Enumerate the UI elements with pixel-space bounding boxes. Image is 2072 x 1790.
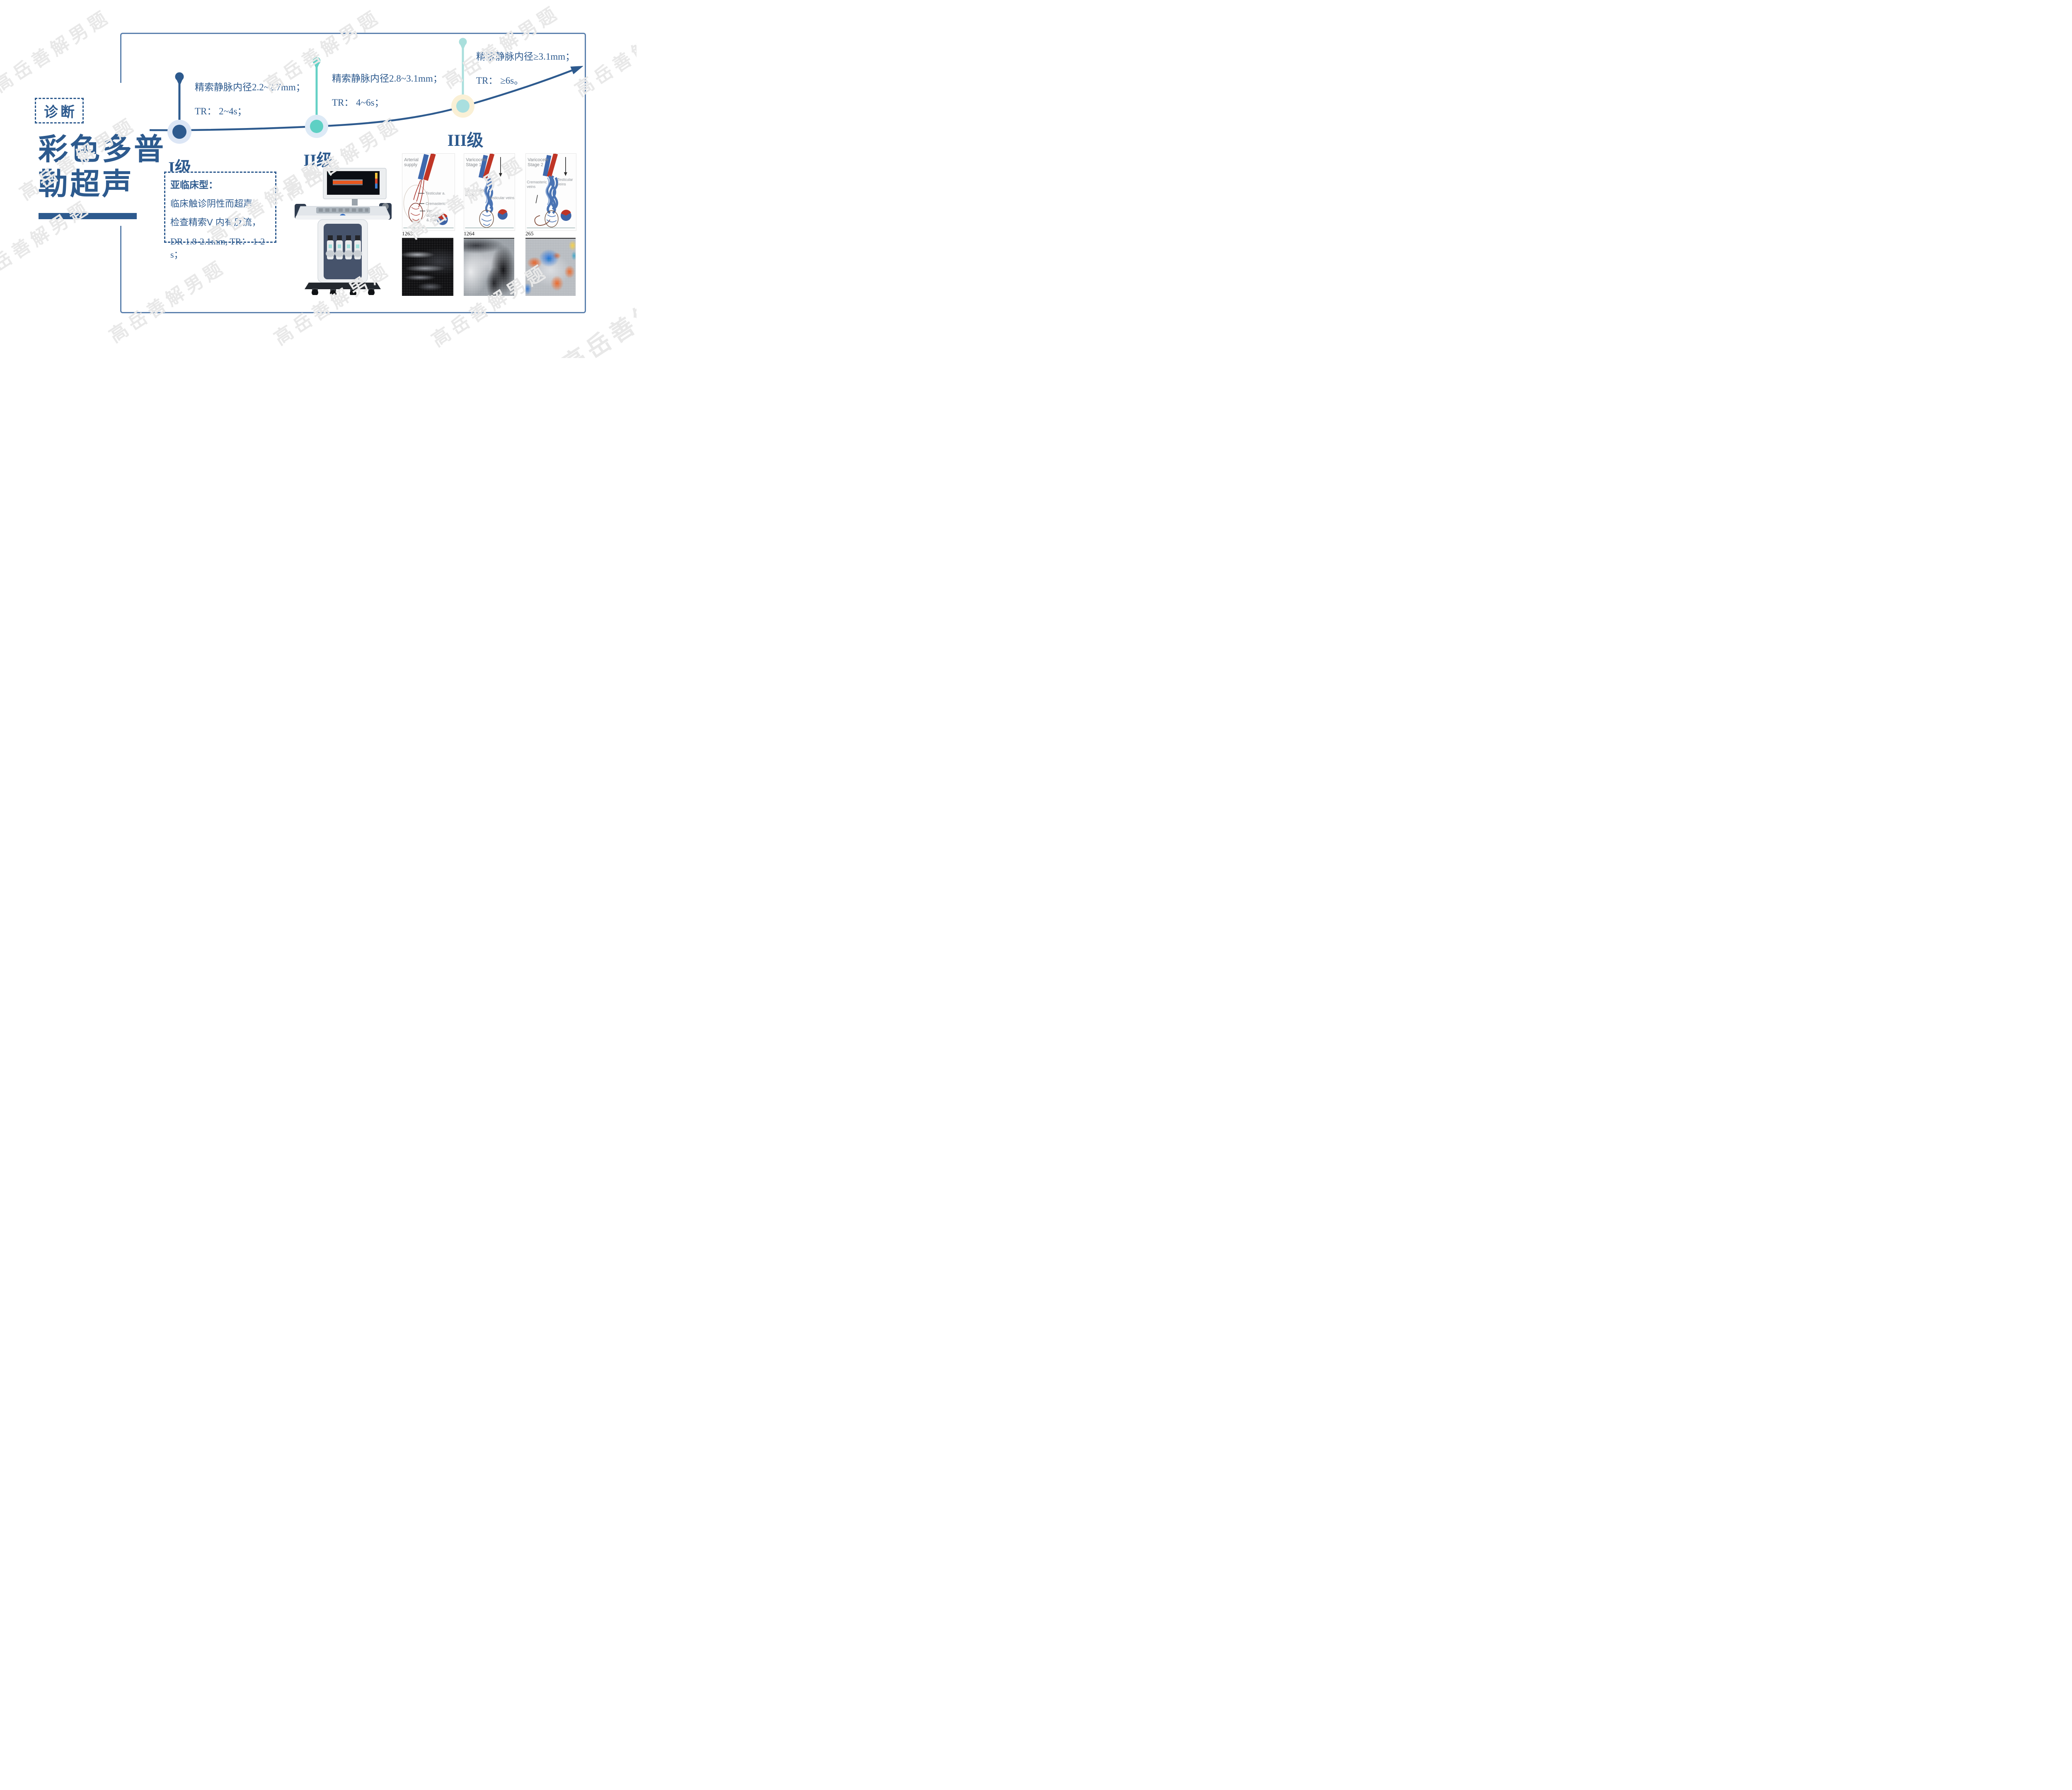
grade-2-label: II级 — [303, 151, 333, 169]
grade-2-criteria: 精索静脉内径2.8~3.1mm； TR： 4~6s； — [332, 70, 443, 109]
panel-1-label-vas: Vas — [426, 209, 433, 213]
slide: 诊断 彩色多普 勒超声 I级 II级 III级 精索静脉内径2.2~2.7mm；… — [0, 0, 637, 358]
panel-2-label-cremasteric: Cremasteric — [465, 189, 485, 193]
ultrasound-photo-grayscale-1 — [402, 238, 453, 296]
anatomy-panel-arterial-supply: Arterial supply Testicular a. Cremasteri… — [402, 153, 455, 231]
timeline-curve — [149, 69, 572, 131]
anatomy-panel-varicocele-stage2: Varicocele Stage 2 Cremasteric veins Tes… — [525, 153, 576, 231]
panel-1-title-line1: Arterial — [404, 157, 419, 162]
diagnosis-tag-box: 诊断 — [35, 98, 84, 123]
panel-1-label-deferens: deferens — [426, 213, 441, 218]
machine-monitor-stand — [352, 199, 358, 206]
grade-2-criteria-line1: 精索静脉内径2.8~3.1mm； — [332, 73, 443, 84]
timeline-arrowhead-icon — [570, 66, 583, 75]
timeline-graphic — [149, 38, 583, 144]
grade-2-pin-taper — [313, 63, 320, 70]
machine-probes — [326, 235, 362, 259]
subclinical-heading: 亚临床型： — [170, 179, 218, 190]
subclinical-line2: 检查精索V 内有反流， — [170, 217, 261, 227]
page-title-line2: 勒超声 — [38, 168, 134, 201]
panel-3-label-cremasteric: Cremasteric — [527, 180, 547, 184]
ultrasound-machine-illustration — [295, 168, 392, 295]
grade-1-pin-taper — [176, 78, 183, 86]
grade-3-criteria: 精索静脉内径≥3.1mm； TR： ≥6s。 — [476, 48, 575, 87]
grade-3-criteria-line2: TR： ≥6s。 — [476, 75, 524, 86]
anatomy-panel-varicocele-stage1: Varicocele Stage 1 Cremasteric veins Tes… — [464, 153, 515, 231]
panel-3-label-veins: veins — [527, 185, 535, 189]
grade-1-criteria: 精索静脉内径2.2~2.7mm； TR： 2~4s； — [195, 79, 305, 117]
grade-1-marker-dot — [172, 125, 186, 139]
panel-1-label-artery: & artery — [426, 218, 440, 222]
machine-base — [305, 283, 381, 289]
ultrasound-photo-grayscale-2 — [464, 238, 514, 296]
panel-2-title-line2: Stage 1 — [466, 162, 482, 167]
grade-3-pin-taper — [460, 44, 466, 51]
grade-1-criteria-line2: TR： 2~4s； — [195, 106, 247, 116]
title-backing — [17, 83, 157, 226]
grade-3-criteria-line1: 精索静脉内径≥3.1mm； — [476, 51, 575, 62]
subclinical-box: 亚临床型： 临床触诊阴性而超声 检查精索V 内有反流， DR 1.8-2.1mm… — [164, 172, 276, 260]
panel-3-title-line2: Stage 2 — [528, 162, 543, 167]
grade-2-marker-dot — [310, 120, 323, 133]
grade-2-criteria-line2: TR： 4~6s； — [332, 97, 384, 108]
panel-2-title-line1: Varicocele — [466, 157, 487, 162]
machine-screen-doppler-streak — [333, 181, 363, 184]
photo-3-number: 265 — [525, 230, 534, 237]
panel-2-label-veins: veins — [465, 193, 474, 197]
title-underline — [39, 213, 137, 219]
panel-1-label-cremasteric: Cremasteric — [426, 201, 446, 206]
panel-3-label-veins2: veins — [557, 182, 566, 186]
photo-2-number: 1264 — [464, 230, 474, 237]
panel-3-label-testicular: Testicular — [557, 178, 573, 182]
page-title-line1: 彩色多普 — [38, 133, 166, 166]
panel-1-label-testicular-a: Testicular a. — [426, 191, 445, 195]
panel-1-title-line2: supply — [404, 162, 417, 167]
diagnosis-tag-label: 诊断 — [44, 104, 77, 120]
subclinical-line1: 临床触诊阴性而超声 — [170, 198, 253, 209]
grade-1-criteria-line1: 精索静脉内径2.2~2.7mm； — [195, 82, 305, 92]
grade-3-marker-dot — [456, 99, 470, 113]
subclinical-line3: DR 1.8-2.1mm, TR： 1-2 s； — [170, 236, 265, 260]
machine-wheels — [312, 288, 375, 295]
panel-3-title-line1: Varicocele — [528, 157, 548, 162]
panel-2-label-testicular-veins: Testicular veins — [489, 196, 515, 200]
ultrasound-photo-color-doppler — [525, 238, 576, 296]
grade-3-label: III级 — [447, 131, 484, 150]
photo-1-number: 1263 — [402, 230, 413, 237]
